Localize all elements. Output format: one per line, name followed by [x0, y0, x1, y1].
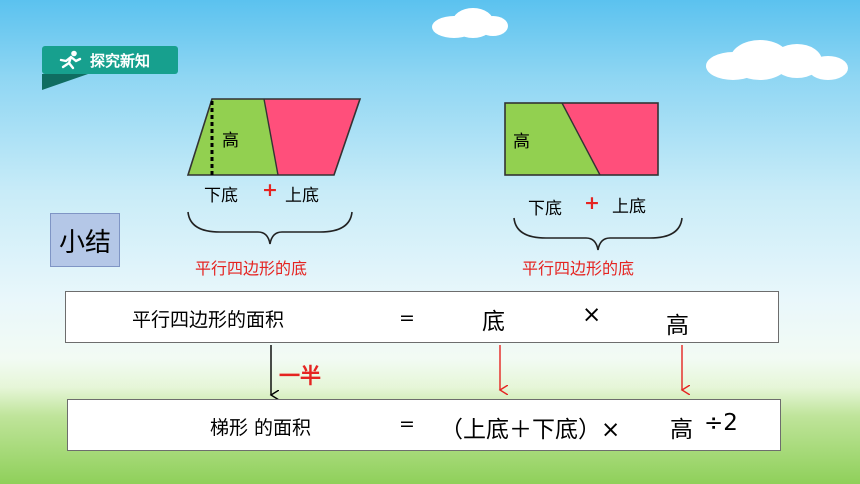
parallelogram-outline [186, 98, 362, 176]
left-brace-caption: 平行四边形的底 [195, 259, 308, 278]
trapezoid-sum-expression: （上底＋下底）× [440, 417, 621, 443]
trapezoid-height: 高 [670, 417, 693, 443]
right-base-lower: 下底 [528, 199, 562, 219]
right-pink-piece [562, 103, 658, 175]
parallelogram-figure [186, 98, 362, 176]
rectangle-figure [504, 102, 659, 176]
parallelogram-equals: = [399, 307, 415, 329]
left-cut-line [263, 98, 279, 176]
parallelogram-formula-box [65, 291, 779, 343]
section-tag-label: 探究新知 [90, 52, 151, 70]
runner-icon [58, 50, 82, 74]
half-label: 一半 [279, 364, 321, 388]
right-height-label: 高 [513, 132, 530, 152]
parallelogram-area-label: 平行四边形的面积 [132, 309, 285, 331]
right-brace [513, 217, 683, 251]
parallelogram-times: × [582, 302, 602, 328]
right-base-upper: 上底 [612, 197, 646, 217]
left-base-lower: 下底 [204, 186, 238, 206]
trapezoid-formula-box [67, 399, 781, 451]
trapezoid-equals: = [399, 413, 415, 435]
trapezoid-divide-two: ÷2 [704, 410, 738, 436]
left-plus-sign: + [262, 179, 278, 201]
right-cut-line [561, 102, 601, 176]
parallelogram-height: 高 [666, 313, 689, 339]
left-base-upper: 上底 [285, 186, 319, 206]
right-green-piece [505, 103, 600, 175]
trapezoid-area-label: 梯形 的面积 [210, 417, 312, 439]
rectangle-outline [504, 102, 659, 176]
summary-badge: 小结 [50, 213, 120, 267]
left-height-label: 高 [222, 131, 239, 151]
left-brace [187, 211, 353, 245]
section-tag-fold [42, 74, 88, 90]
right-plus-sign: + [584, 192, 600, 214]
right-brace-caption: 平行四边形的底 [522, 259, 635, 278]
parallelogram-base: 底 [482, 309, 505, 335]
left-pink-piece [264, 99, 360, 175]
